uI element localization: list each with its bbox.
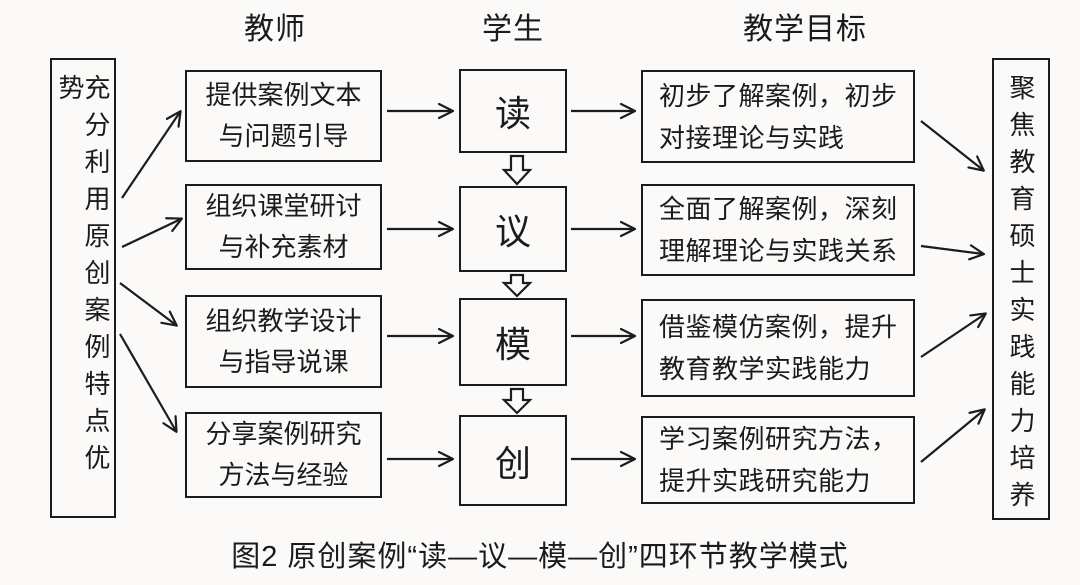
teacher-box-2: 组织课堂研讨 与补充素材	[185, 184, 382, 270]
header-objective: 教学目标	[743, 13, 867, 46]
teacher-box-2-line2: 与补充素材	[218, 232, 349, 262]
objective-box-1-line1: 初步了解案例，初步	[659, 80, 898, 111]
objective-box-3-line1: 借鉴模仿案例，提升	[659, 312, 898, 342]
teacher-box-4: 分享案例研究 方法与经验	[185, 412, 382, 498]
teacher-box-3-line2: 与指导说课	[218, 346, 349, 377]
teacher-box-3: 组织教学设计 与指导说课	[185, 295, 382, 388]
objective-box-2-line1: 全面了解案例，深刻	[659, 194, 898, 224]
student-box-discuss: 议	[459, 186, 567, 272]
arrow-objective-to-right-2	[920, 244, 986, 261]
teacher-box-1-line1: 提供案例文本	[205, 80, 362, 110]
arrow-left-to-teacher-3	[119, 282, 178, 327]
left-summary-box: 充分利用原创案例特点优势	[50, 58, 116, 518]
objective-box-4-line1: 学习案例研究方法，	[659, 424, 898, 454]
teacher-box-1: 提供案例文本 与问题引导	[185, 70, 382, 162]
student-box-read: 读	[459, 69, 567, 153]
block-arrow-model-to-create	[501, 387, 533, 415]
header-teacher: 教师	[244, 13, 306, 46]
header-student: 学生	[482, 13, 544, 46]
teacher-box-4-line2: 方法与经验	[218, 460, 349, 490]
objective-box-4: 学习案例研究方法， 提升实践研究能力	[641, 416, 915, 504]
teacher-box-4-line1: 分享案例研究	[205, 419, 362, 449]
objective-box-1-line2: 对接理论与实践	[659, 122, 845, 153]
teacher-box-3-line1: 组织教学设计	[205, 305, 362, 336]
arrow-left-to-teacher-1	[121, 110, 182, 199]
objective-box-3: 借鉴模仿案例，提升 教育教学实践能力	[641, 299, 915, 397]
objective-box-4-line2: 提升实践研究能力	[659, 466, 872, 496]
arrow-objective-to-right-4	[920, 408, 986, 463]
block-arrow-read-to-discuss	[501, 154, 533, 186]
objective-box-1: 初步了解案例，初步 对接理论与实践	[641, 70, 915, 163]
objective-box-2-line2: 理解理论与实践关系	[659, 236, 898, 266]
teacher-box-2-line1: 组织课堂研讨	[205, 191, 362, 221]
arrow-left-to-teacher-4	[119, 333, 178, 433]
arrow-left-to-teacher-2	[121, 217, 184, 248]
arrow-objective-to-right-3	[920, 312, 987, 358]
block-arrow-discuss-to-model	[501, 273, 533, 298]
teacher-box-1-line2: 与问题引导	[218, 121, 349, 151]
arrow-objective-to-right-1	[920, 120, 985, 172]
student-box-model: 模	[459, 298, 567, 386]
objective-box-2: 全面了解案例，深刻 理解理论与实践关系	[641, 184, 915, 276]
figure-caption: 图2 原创案例“读—议—模—创”四环节教学模式	[231, 541, 849, 573]
objective-box-3-line2: 教育教学实践能力	[659, 354, 872, 384]
student-box-create: 创	[459, 415, 567, 506]
right-goal-box: 聚焦教育硕士实践能力培养	[992, 58, 1050, 520]
